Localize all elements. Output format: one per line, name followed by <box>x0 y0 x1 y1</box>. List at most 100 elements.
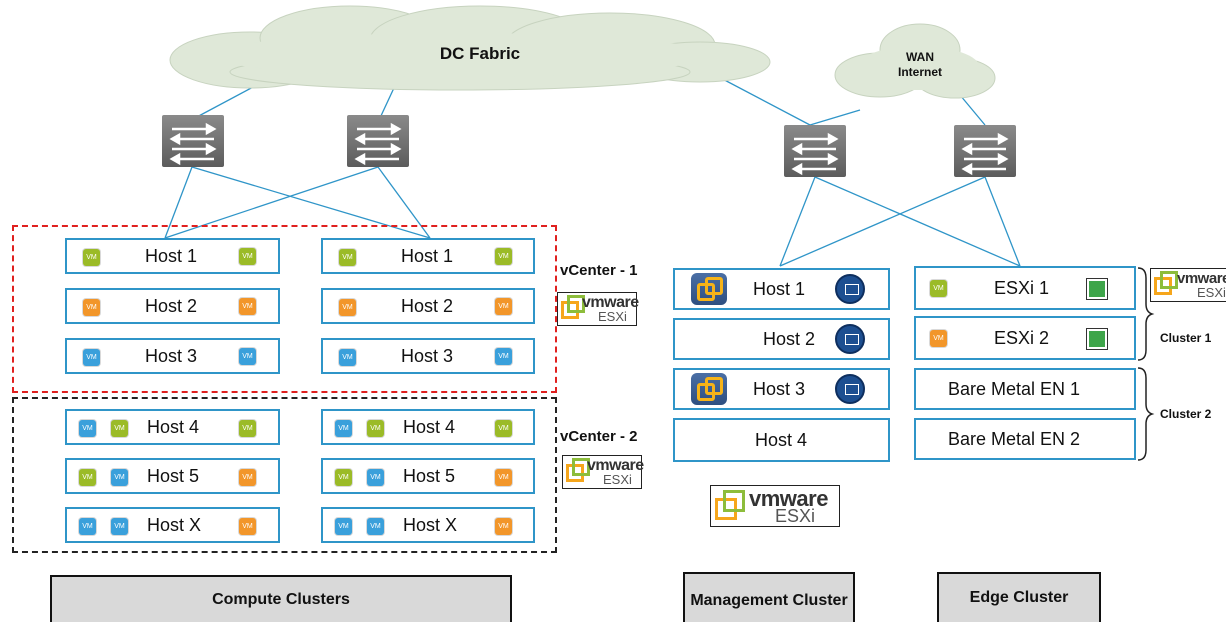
link <box>779 176 986 267</box>
compute-host: VM Host 2 VM <box>321 288 535 324</box>
vmware-esxi-logo: vmware ESXi <box>557 292 639 326</box>
vm-icon: VM <box>495 348 512 365</box>
compute-host: VM Host 2 VM <box>65 288 280 324</box>
compute-clusters-label: Compute Clusters <box>50 575 512 622</box>
vcenter2-label: vCenter - 2 <box>560 428 638 445</box>
edge-node: Bare Metal EN 1 <box>914 368 1136 410</box>
vmware-esxi-logo: vmware ESXi <box>1150 268 1226 302</box>
edge-node-label: ESXi 1 <box>994 277 1050 298</box>
vm-icon: VM <box>83 349 100 366</box>
edge-node: VM ESXi 2 <box>914 316 1136 360</box>
compute-host: VM VM Host 5 VM <box>65 458 280 494</box>
vm-icon: VM <box>239 469 256 486</box>
link <box>714 74 811 126</box>
wan-label: WAN Internet <box>880 50 960 80</box>
host-label: Host 5 <box>147 465 200 486</box>
cluster2-brace <box>1137 367 1155 461</box>
vm-icon: VM <box>79 420 96 437</box>
management-host: Host 3 <box>673 368 890 410</box>
logo-brand: vmware <box>1177 270 1226 287</box>
vm-icon: VM <box>239 518 256 535</box>
monitor-icon <box>835 324 865 354</box>
management-host: Host 4 <box>673 418 890 462</box>
link <box>959 94 986 126</box>
host-label: Host 2 <box>145 295 198 316</box>
edge-node-icon <box>1086 278 1108 300</box>
vm-icon: VM <box>239 248 256 265</box>
compute-host: VM VM Host 5 VM <box>321 458 535 494</box>
vm-icon: VM <box>930 280 947 297</box>
compute-host: VM VM Host X VM <box>65 507 280 543</box>
vm-icon: VM <box>495 298 512 315</box>
logo-brand: vmware <box>587 457 644 474</box>
logo-product: ESXi <box>775 506 816 526</box>
host-label: Host 3 <box>145 345 198 366</box>
compute-host: VM Host 1 VM <box>65 238 280 274</box>
compute-host: VM VM Host 4 VM <box>321 409 535 445</box>
vm-icon: VM <box>930 330 947 347</box>
edge-node: Bare Metal EN 2 <box>914 418 1136 460</box>
vm-icon: VM <box>83 249 100 266</box>
host-label: Host 5 <box>403 465 456 486</box>
vmware-esxi-logo: vmware ESXi <box>562 455 644 489</box>
vm-icon: VM <box>239 420 256 437</box>
host-label: Host 3 <box>401 345 454 366</box>
monitor-icon <box>835 274 865 304</box>
vm-icon: VM <box>335 469 352 486</box>
dc-fabric-label: DC Fabric <box>439 44 521 63</box>
monitor-icon <box>835 374 865 404</box>
link <box>814 176 1021 267</box>
host-label: Host 4 <box>147 416 200 437</box>
host-label: Host 1 <box>145 245 198 266</box>
management-host: Host 1 <box>673 268 890 310</box>
compute-host: VM Host 1 VM <box>321 238 535 274</box>
vm-icon: VM <box>495 420 512 437</box>
vm-icon: VM <box>335 420 352 437</box>
vm-icon: VM <box>83 299 100 316</box>
switch-icon <box>784 125 846 177</box>
logo-product: ESXi <box>1197 285 1226 300</box>
vcenter2-box <box>12 397 557 553</box>
link <box>809 109 861 126</box>
edge-cluster-label: Edge Cluster <box>937 572 1101 622</box>
host-label: Host 1 <box>753 278 806 299</box>
switch-icon <box>162 115 224 167</box>
host-label: Host X <box>147 514 202 535</box>
vmware-esxi-logo: vmware ESXi <box>710 485 840 527</box>
wan-label-line2: Internet <box>897 65 942 79</box>
edge-node-label: Bare Metal EN 1 <box>948 378 1081 399</box>
vcenter1-label: vCenter - 1 <box>560 262 638 279</box>
vm-icon: VM <box>79 469 96 486</box>
management-cluster-label: Management Cluster <box>683 572 855 622</box>
vm-icon: VM <box>367 518 384 535</box>
compute-host: VM VM Host 4 VM <box>65 409 280 445</box>
vm-icon: VM <box>339 299 356 316</box>
vcenter1-box <box>12 225 557 393</box>
vm-icon: VM <box>495 248 512 265</box>
link <box>779 176 816 267</box>
vm-icon: VM <box>367 420 384 437</box>
wan-label-line1: WAN <box>906 50 934 64</box>
edge-node-label: Bare Metal EN 2 <box>948 428 1081 449</box>
vm-icon: VM <box>495 469 512 486</box>
switch-icon <box>347 115 409 167</box>
compute-host: VM Host 3 VM <box>321 338 535 374</box>
vm-icon: VM <box>367 469 384 486</box>
cluster1-label: Cluster 1 <box>1160 331 1212 345</box>
vm-icon: VM <box>339 349 356 366</box>
vm-icon: VM <box>111 469 128 486</box>
compute-host: VM Host 3 VM <box>65 338 280 374</box>
vm-icon: VM <box>339 249 356 266</box>
vm-icon: VM <box>239 348 256 365</box>
edge-node-icon <box>1086 328 1108 350</box>
management-host: Host 2 <box>673 318 890 360</box>
logo-brand: vmware <box>749 486 828 511</box>
edge-node-label: ESXi 2 <box>994 327 1050 348</box>
vm-icon: VM <box>79 518 96 535</box>
host-label: Host 1 <box>401 245 454 266</box>
host-label: Host 4 <box>755 429 808 450</box>
cluster1-brace <box>1137 267 1155 361</box>
logo-brand: vmware <box>582 294 639 311</box>
cluster2-label: Cluster 2 <box>1160 407 1212 421</box>
